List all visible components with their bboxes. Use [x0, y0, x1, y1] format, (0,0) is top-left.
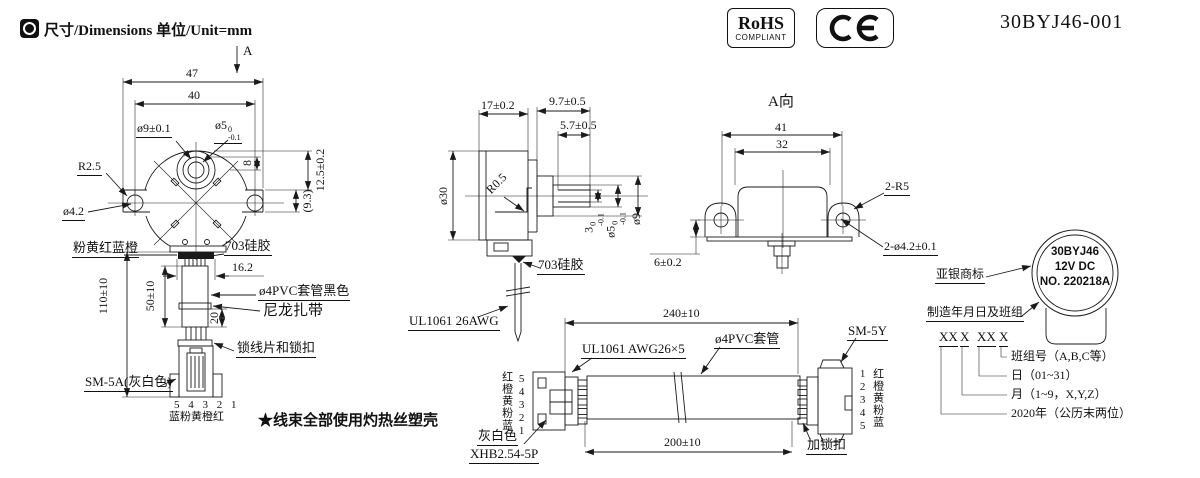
- label-sm5y-connector: SM-5Y: [847, 323, 889, 341]
- nameplate-voltage: 12V DC: [1054, 260, 1096, 273]
- label-trademark: 亚银商标: [935, 267, 986, 284]
- nameplate-model: 30BYJ46: [1051, 246, 1099, 258]
- nameplate-serial: NO. 220218A: [1039, 275, 1111, 288]
- label-cable-tube: ø4PVC套管: [714, 331, 781, 349]
- dim-200: 200±10: [664, 435, 701, 449]
- cable-right-colors: 红橙黄粉蓝: [871, 368, 884, 428]
- label-add-lock: 加锁扣: [806, 437, 848, 455]
- label-datecode-title: 制造年月日及班组: [926, 305, 1025, 322]
- legend-team: 班组号（A,B,C等）: [1011, 349, 1114, 363]
- label-2-holes: 2-ø4.2±0.1: [883, 239, 938, 256]
- label-xhb-connector: XHB2.54-5P: [469, 446, 540, 464]
- label-pvc-tube-black: ø4PVC套管黑色: [258, 283, 351, 301]
- dim-50: 50±10: [143, 280, 158, 312]
- label-cable-wire: UL1061 AWG26×5: [581, 341, 686, 359]
- code-group-day: XX: [977, 329, 996, 347]
- pin-colors-front: 蓝粉黄橙红: [169, 411, 224, 423]
- a-view-title: A向: [768, 94, 794, 110]
- dim-47: 47: [186, 66, 198, 80]
- dim-9-3: (9.3): [300, 189, 315, 213]
- cable-right-pins: 12345: [856, 368, 869, 433]
- dim-5-7: 5.7±0.5: [560, 118, 597, 132]
- ce-mark-icon: [816, 8, 894, 48]
- code-group-team: X: [999, 329, 1009, 347]
- front-view-linework: [87, 46, 312, 398]
- motor-label-linework: [940, 229, 1119, 415]
- dim-16-2: 16.2: [232, 260, 253, 274]
- label-lock-tab: 锁线片和锁扣: [236, 340, 317, 358]
- dim-boss-9: ø9: [629, 213, 644, 225]
- harness-note: ★线束全部使用灼热丝塑壳: [258, 413, 439, 429]
- label-wire-colors: 粉黄红蓝橙: [72, 240, 140, 258]
- view-direction-label: A: [243, 43, 253, 58]
- code-group-month: X: [960, 329, 970, 347]
- part-number: 30BYJ46-001: [1000, 11, 1124, 33]
- dim-12-5: 12.5±0.2: [313, 148, 328, 192]
- cable-left-pins: 54321: [515, 373, 528, 438]
- rohs-compliant-label: COMPLIANT: [735, 33, 787, 42]
- dim-20: 20: [207, 312, 222, 324]
- legend-month: 月（1~9，X,Y,Z）: [1011, 387, 1107, 401]
- motor-nameplate: 30BYJ46 12V DC NO. 220218A: [1033, 245, 1117, 290]
- dim-240: 240±10: [663, 306, 700, 320]
- label-r2-5: R2.5: [77, 159, 103, 176]
- dim-40: 40: [188, 88, 200, 102]
- dim-32: 32: [776, 137, 788, 151]
- dim-41: 41: [775, 120, 787, 134]
- a-view-linework: [650, 131, 885, 274]
- drawing-units-title: 尺寸/Dimensions 单位/Unit=mm: [44, 23, 253, 39]
- dim-9-7: 9.7±0.5: [549, 94, 586, 108]
- label-silicone-703-side: 703硅胶: [537, 257, 585, 275]
- dim-8: 8: [240, 160, 255, 166]
- dim-body-diameter: ø30: [436, 187, 451, 205]
- label-gray-white: 灰白色: [477, 428, 519, 446]
- dim-6: 6±0.2: [654, 255, 682, 269]
- cable-left-colors: 红橙黄粉蓝: [500, 371, 513, 431]
- label-2-r5: 2-R5: [884, 179, 910, 196]
- legend-year: 2020年（公历末两位）: [1011, 406, 1132, 420]
- rohs-label: RoHS: [737, 13, 784, 33]
- code-group-year: XX: [939, 329, 958, 347]
- pin-numbers-front: 5 4 3 2 1: [174, 399, 240, 411]
- label-ul1061-wire: UL1061 26AWG: [408, 313, 500, 331]
- label-hole-diameter: ø4.2: [62, 204, 85, 221]
- cable-assembly-linework: [523, 318, 857, 456]
- side-view-linework: [448, 107, 648, 343]
- dimensions-icon: [20, 19, 39, 38]
- rohs-badge: RoHS COMPLIANT: [727, 8, 795, 48]
- ce-glyphs: [829, 14, 879, 42]
- legend-day: 日（01~31）: [1011, 368, 1078, 382]
- dim-110: 110±10: [96, 277, 111, 315]
- label-silicone-703: 703硅胶: [224, 238, 272, 256]
- dim-boss-diameter: ø9±0.1: [136, 121, 172, 138]
- label-nylon-tie: 尼龙扎带: [263, 303, 324, 319]
- label-sm5a-connector: SM-5A(灰白色): [84, 374, 173, 392]
- dim-17: 17±0.2: [481, 98, 515, 112]
